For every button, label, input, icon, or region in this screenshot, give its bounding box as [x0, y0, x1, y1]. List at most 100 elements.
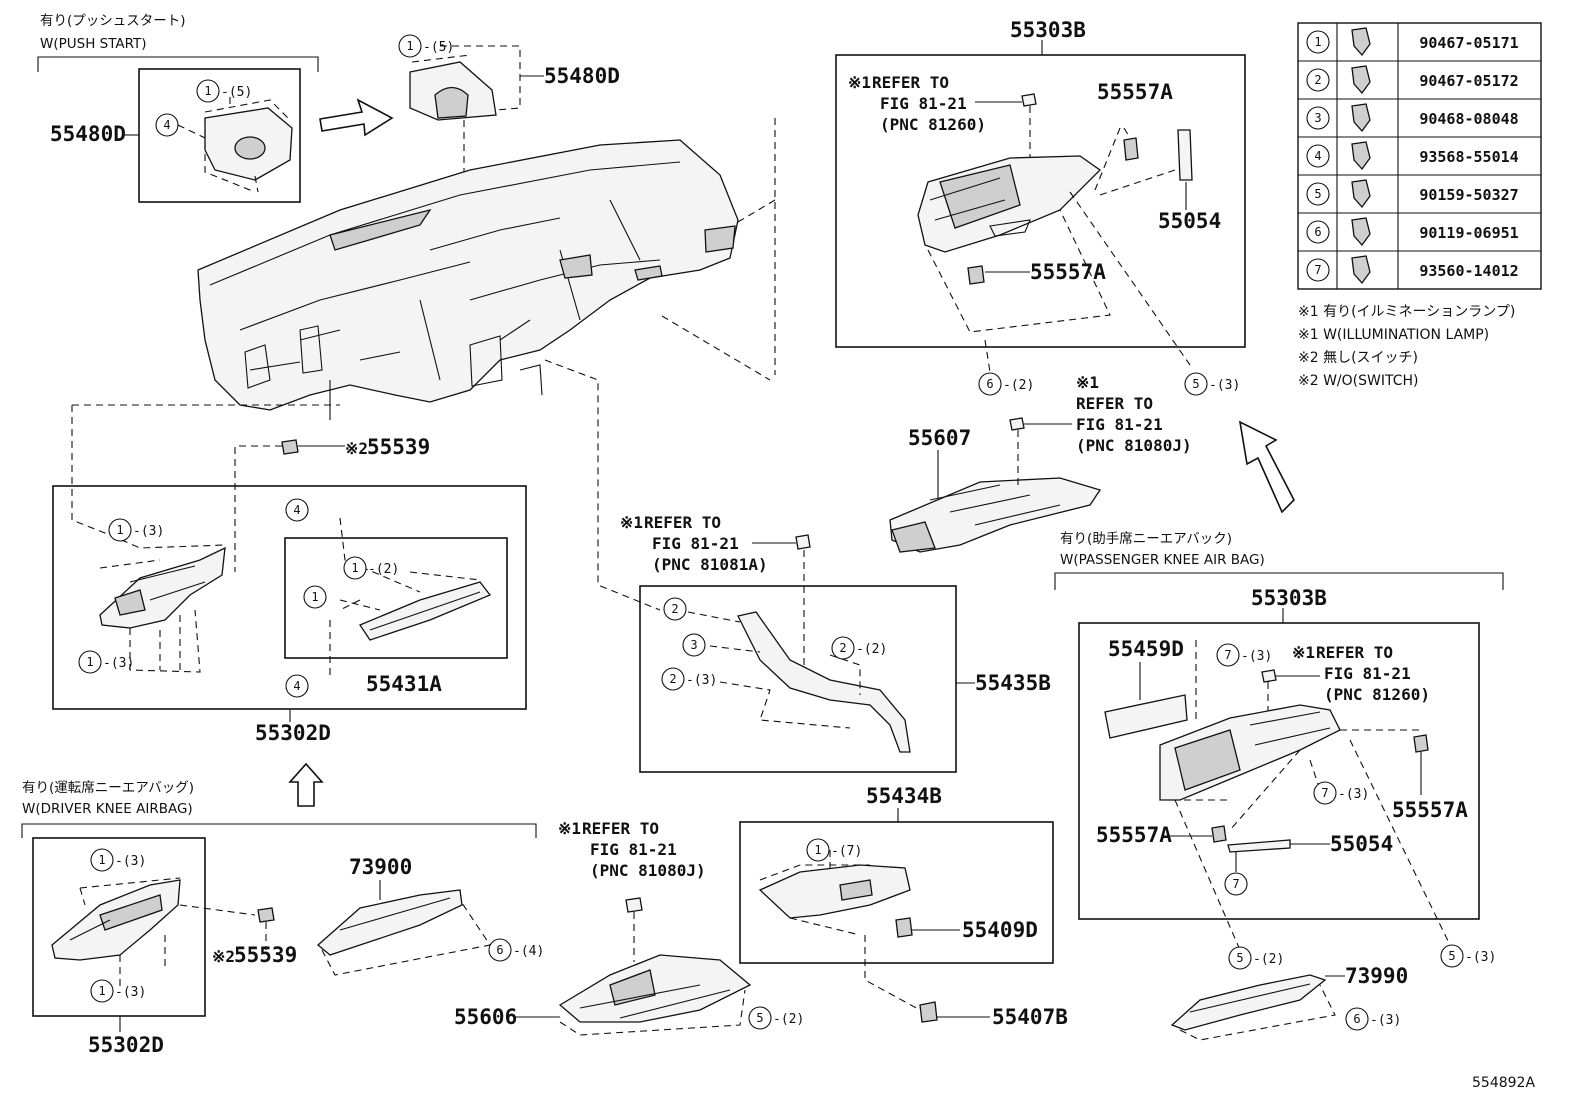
stopper-lower-right[interactable] [1413, 734, 1429, 753]
lamp-socket-55607[interactable] [1009, 417, 1025, 431]
leader-55480D-top [411, 45, 521, 111]
label-55431A[interactable]: 55431A [366, 672, 442, 696]
label-55434B[interactable]: 55434B [866, 784, 942, 808]
stopper-upper2[interactable] [967, 265, 985, 285]
label-55409D[interactable]: 55409D [962, 918, 1038, 942]
label-55539-top[interactable]: 55539 [367, 435, 430, 459]
label-55607[interactable]: 55607 [908, 426, 971, 450]
switch-55409D[interactable] [895, 917, 913, 938]
glove-box-lower-part[interactable] [1159, 704, 1341, 801]
refer4-pnc: (PNC 81080J) [590, 861, 706, 880]
trim-55459D[interactable] [1104, 694, 1188, 739]
lamp-socket-55606[interactable] [625, 897, 643, 913]
switch-55539-lower[interactable] [257, 907, 275, 923]
qty-6-upper: -(2) [1003, 378, 1034, 393]
stopper-lower-left[interactable] [1211, 825, 1227, 843]
leader-55407B [864, 935, 921, 1011]
lower-panel-driver[interactable] [99, 546, 226, 629]
label-55054-upper[interactable]: 55054 [1158, 209, 1221, 233]
label-55539-lower[interactable]: 55539 [234, 943, 297, 967]
center-trim-55435B[interactable] [737, 611, 911, 753]
lower-cover-55431A[interactable] [359, 581, 492, 641]
box-55303B-upper [835, 54, 1246, 348]
group-55302D-upper: 1 -(3) 1 -(3) 4 1 -(2) 1 4 55431A 55302D [52, 485, 527, 745]
legend-callout-circle [1306, 106, 1330, 130]
label-55435B[interactable]: 55435B [975, 671, 1051, 695]
glove-box-upper-part[interactable] [917, 155, 1102, 253]
legend-part-number[interactable]: 93568-55014 [1419, 148, 1518, 166]
refer5-referto: REFER TO [1316, 643, 1393, 662]
leader-55434B-clips [759, 850, 870, 936]
lower-panel-driver-airbag[interactable] [51, 879, 181, 961]
label-55557A-upper1[interactable]: 55557A [1097, 80, 1173, 104]
driver-knee-bracket [21, 823, 537, 838]
label-55407B[interactable]: 55407B [992, 1005, 1068, 1029]
label-55054-lower[interactable]: 55054 [1330, 832, 1393, 856]
glove-box-door-55607[interactable] [889, 477, 1102, 553]
switch-55539-top[interactable] [281, 439, 299, 455]
box-55303B-lower [1078, 622, 1480, 920]
legend-fastener-icon [1351, 255, 1371, 285]
refer3-pnc: (PNC 81081A) [652, 555, 768, 574]
legend-part-number[interactable]: 90119-06951 [1419, 224, 1518, 242]
qty-5-upper: -(3) [1209, 378, 1240, 393]
lower-cover-55434B[interactable] [758, 864, 911, 919]
callout-4-cov2-num: 4 [293, 679, 300, 693]
switch-bezel-part[interactable] [204, 107, 293, 181]
label-55557A-upper2[interactable]: 55557A [1030, 260, 1106, 284]
callout-6-73990-num: 6 [1353, 1012, 1360, 1026]
refer1-referto: REFER TO [872, 73, 949, 92]
label-55480D-left[interactable]: 55480D [50, 122, 126, 146]
group-55435B: ※1 REFER TO FIG 81-21 (PNC 81081A) 2 3 2… [620, 513, 1051, 773]
label-55302D-upper[interactable]: 55302D [255, 721, 331, 745]
lower-box-55606[interactable] [558, 954, 752, 1023]
callout-2-tr3-num: 2 [839, 641, 846, 655]
label-55606[interactable]: 55606 [454, 1005, 517, 1029]
knee-airbag-driver-73900[interactable] [317, 889, 463, 956]
box-55302D-lower [32, 837, 206, 1017]
cover-55407B[interactable] [919, 1001, 938, 1023]
refer4-mark: ※1 [558, 819, 581, 838]
callout-5-55606-num: 5 [756, 1011, 763, 1025]
label-55480D-top[interactable]: 55480D [544, 64, 620, 88]
callout-2-tr1-num: 2 [671, 602, 678, 616]
label-55303B-lower[interactable]: 55303B [1251, 586, 1327, 610]
knee-airbag-passenger-73990[interactable] [1170, 974, 1327, 1031]
label-55303B-upper[interactable]: 55303B [1010, 18, 1086, 42]
qty-tr3: -(2) [856, 642, 887, 657]
lamp-socket-upper[interactable] [1021, 93, 1037, 107]
lamp-socket-55435B[interactable] [795, 534, 811, 550]
leader-55435B-clips [687, 611, 861, 729]
label-73990[interactable]: 73990 [1345, 964, 1408, 988]
callout-7-lower3-num: 7 [1232, 877, 1239, 891]
lamp-socket-lower[interactable] [1261, 669, 1277, 683]
legend-part-number[interactable]: 93560-14012 [1419, 262, 1518, 280]
legend-part-number[interactable]: 90468-08048 [1419, 110, 1518, 128]
footnote-1-jp: ※1 有り(イルミネーションランプ) [1298, 304, 1515, 320]
label-55557A-lower-left[interactable]: 55557A [1096, 823, 1172, 847]
instrument-panel-main[interactable] [197, 139, 739, 420]
label-73900[interactable]: 73900 [349, 855, 412, 879]
leader-73900-bolts [321, 899, 491, 976]
dash-dash-to-glovebox [661, 118, 776, 381]
damper-lower[interactable] [1227, 839, 1291, 853]
leader-55431A [329, 517, 481, 680]
leader-push-bezel [204, 96, 291, 193]
legend-part-number[interactable]: 90467-05171 [1419, 34, 1518, 52]
part-55480D-top-socket [434, 86, 469, 119]
label-55302D-lower[interactable]: 55302D [88, 1033, 164, 1057]
refer3-referto: REFER TO [644, 513, 721, 532]
callout-4-bezel-num: 4 [163, 118, 170, 132]
callout-5-lower-left-num: 5 [1236, 951, 1243, 965]
legend-part-number[interactable]: 90159-50327 [1419, 186, 1518, 204]
legend-fastener-icon [1351, 217, 1371, 247]
diagram-code: 554892A [1472, 1075, 1535, 1091]
qty-topbezel: -(5) [423, 40, 454, 55]
group-55303B-upper: 55303B ※1 REFER TO FIG 81-21 (PNC 81260)… [835, 18, 1246, 373]
label-55459D[interactable]: 55459D [1108, 637, 1184, 661]
label-55557A-lower-right[interactable]: 55557A [1392, 798, 1468, 822]
leader-switch-55539-top [234, 445, 282, 572]
legend-part-number[interactable]: 90467-05172 [1419, 72, 1518, 90]
stopper-upper1[interactable] [1123, 137, 1139, 161]
damper-upper[interactable] [1177, 129, 1193, 181]
